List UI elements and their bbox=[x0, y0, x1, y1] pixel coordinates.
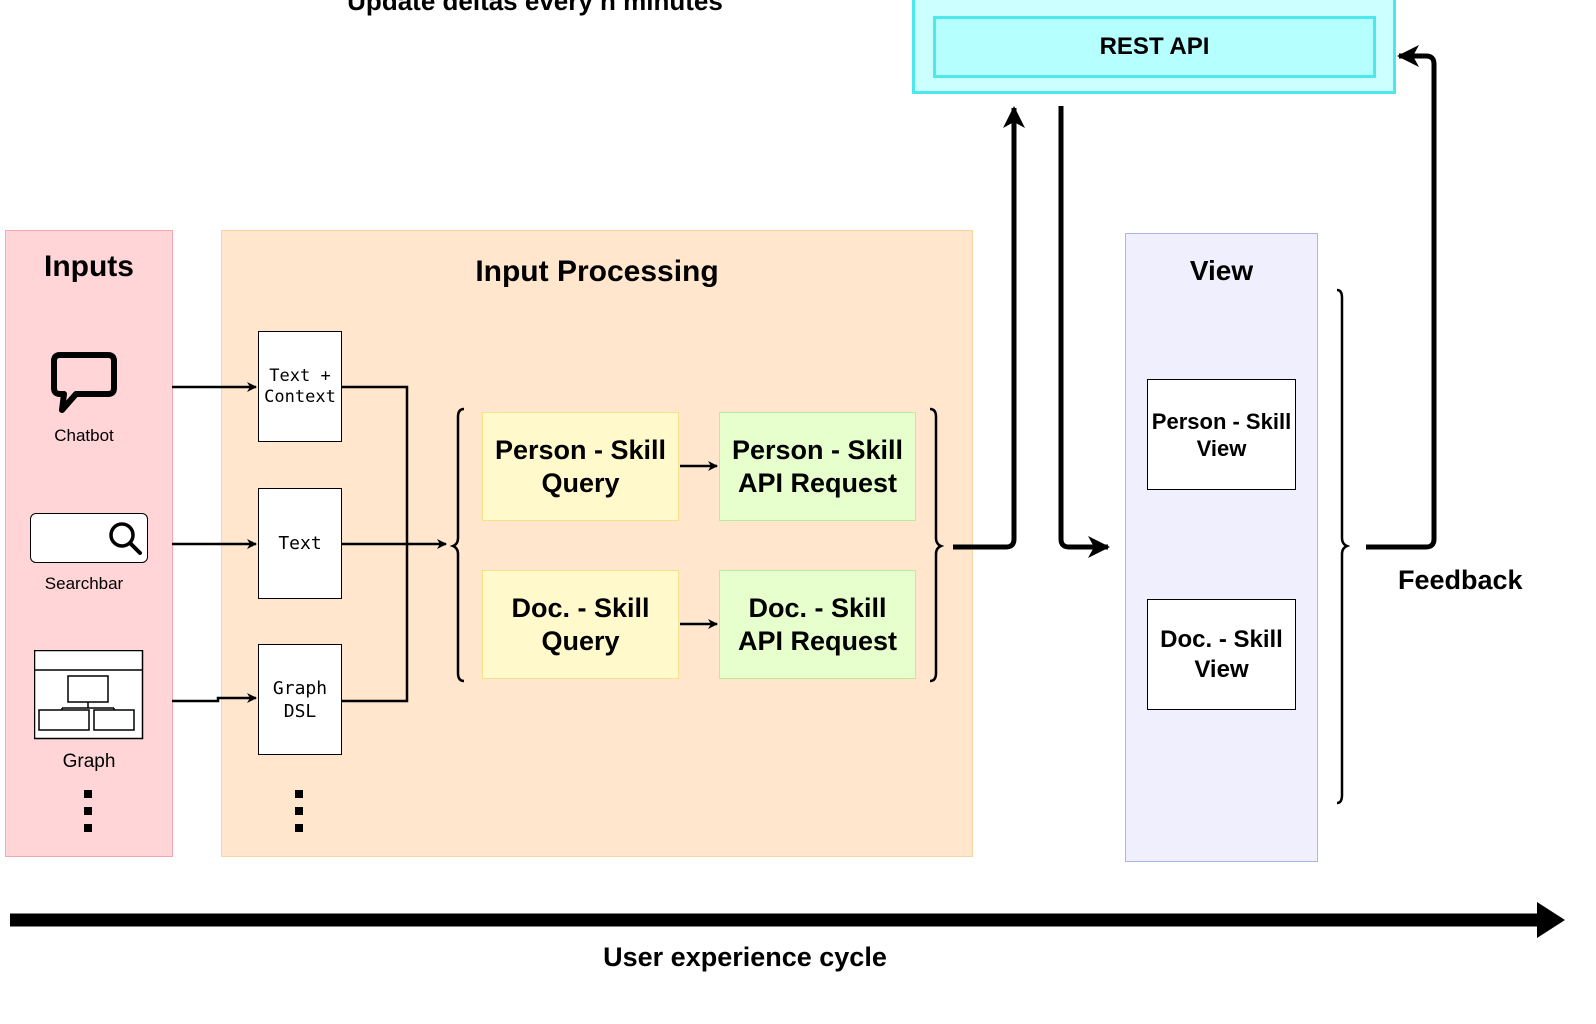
doc-skill-view-box[interactable]: Doc. - Skill View bbox=[1147, 599, 1296, 710]
person-skill-api-request-box[interactable]: Person - Skill API Request bbox=[719, 412, 916, 521]
merge-line-graph-dsl bbox=[342, 544, 409, 703]
person-skill-query-label: Person - Skill Query bbox=[494, 434, 667, 498]
view-title: View bbox=[1189, 255, 1254, 286]
person-skill-view-box[interactable]: Person - Skill View bbox=[1147, 379, 1296, 490]
format-label-graph-dsl: Graph DSL bbox=[272, 677, 328, 722]
doc-skill-query-label: Doc. - Skill Query bbox=[511, 592, 650, 656]
feedback-label: Feedback bbox=[1398, 565, 1523, 595]
arrow-processing-to-rest-api bbox=[953, 106, 1025, 550]
searchbar-label: Searchbar bbox=[44, 574, 124, 593]
inputs-title: Inputs bbox=[44, 250, 134, 283]
doc-skill-query-box[interactable]: Doc. - Skill Query bbox=[482, 570, 679, 679]
person-skill-query-box[interactable]: Person - Skill Query bbox=[482, 412, 679, 521]
doc-skill-api-request-box[interactable]: Doc. - Skill API Request bbox=[719, 570, 916, 679]
chatbot-label: Chatbot bbox=[54, 426, 114, 445]
graph-label: Graph bbox=[62, 751, 116, 772]
format-box-text[interactable]: Text bbox=[258, 488, 342, 599]
speech-bubble-icon[interactable] bbox=[50, 350, 120, 414]
view-right-bracket bbox=[1336, 288, 1351, 805]
timeline-label: User experience cycle bbox=[603, 942, 887, 972]
graph-icon[interactable] bbox=[34, 650, 144, 740]
view-panel bbox=[1125, 233, 1318, 862]
formats-more-ellipsis bbox=[295, 790, 305, 836]
rest-api-label: REST API bbox=[1099, 33, 1210, 60]
format-box-graph-dsl[interactable]: Graph DSL bbox=[258, 644, 342, 755]
queries-left-bracket bbox=[449, 407, 465, 683]
inputs-more-ellipsis bbox=[84, 790, 94, 836]
queries-right-bracket bbox=[929, 407, 945, 683]
format-box-text-context[interactable]: Text + Context bbox=[258, 331, 342, 442]
doc-skill-view-label: Doc. - Skill View bbox=[1160, 625, 1283, 683]
person-skill-api-request-label: Person - Skill API Request bbox=[731, 434, 904, 498]
timeline-arrowhead bbox=[1537, 902, 1565, 938]
input-processing-title: Input Processing bbox=[475, 255, 719, 288]
rest-api-box[interactable]: REST API bbox=[933, 16, 1376, 78]
searchbar-input-icon[interactable] bbox=[30, 513, 148, 563]
update-deltas-note: Update deltas every n minutes bbox=[347, 0, 723, 16]
arrow-rest-api-to-view bbox=[1058, 106, 1110, 558]
arrow-graph-to-graph-dsl bbox=[172, 693, 257, 703]
search-icon bbox=[109, 522, 142, 555]
merge-line-text-context bbox=[342, 385, 409, 544]
format-label-text-context: Text + Context bbox=[264, 365, 336, 407]
person-skill-view-label: Person - Skill View bbox=[1151, 408, 1292, 461]
format-label-text: Text bbox=[278, 533, 322, 554]
doc-skill-api-request-label: Doc. - Skill API Request bbox=[737, 592, 898, 656]
arrow-feedback-to-rest-api bbox=[1366, 45, 1437, 550]
